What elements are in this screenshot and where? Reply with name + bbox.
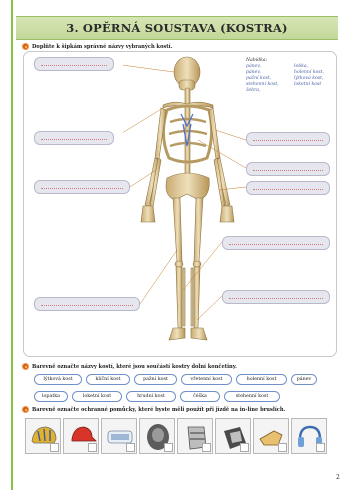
flower-bullet-icon (22, 43, 29, 50)
answer-field-5[interactable] (246, 132, 330, 146)
bone-option[interactable]: lýtková kost (34, 374, 82, 385)
bones-row-1: lýtková kost klíční kost pažní kost vřet… (34, 374, 317, 385)
page-number: 2 (336, 474, 340, 481)
title-bar: 3. OPĚRNÁ SOUSTAVA (KOSTRA) (16, 16, 338, 40)
protective-gear-row (25, 418, 327, 454)
task-2-text: Barevně označte názvy kostí, které jsou … (32, 364, 237, 370)
bone-option[interactable]: stehenní kost (224, 391, 280, 402)
word-bank: Nabídka: pánev, pánev, pažní kost, stehe… (246, 58, 336, 95)
bone-option[interactable]: holenní kost (236, 374, 287, 385)
answer-field-1[interactable] (34, 57, 114, 71)
bone-option[interactable]: čéška (180, 391, 220, 402)
answer-field-3[interactable] (34, 180, 130, 194)
answer-field-2[interactable] (34, 131, 114, 145)
task-1-text: Doplňte k šipkám správné názvy vybraných… (32, 44, 172, 50)
task-1: Doplňte k šipkám správné názvy vybraných… (22, 43, 172, 50)
word-bank-item: loketní kost (294, 82, 334, 88)
margin-rule (11, 0, 13, 490)
whistle-icon[interactable] (253, 418, 289, 454)
flower-bullet-icon (22, 406, 29, 413)
bone-option[interactable]: loketní kost (72, 391, 122, 402)
task-3: Barevně označte ochranné pomůcky, které … (22, 406, 285, 413)
page-title: 3. OPĚRNÁ SOUSTAVA (KOSTRA) (16, 21, 338, 35)
wrist-guard-icon[interactable] (177, 418, 213, 454)
task-2: Barevně označte názvy kostí, které jsou … (22, 363, 237, 370)
bone-option[interactable]: klíční kost (86, 374, 130, 385)
answer-field-7[interactable] (246, 181, 330, 195)
helmet-icon[interactable] (25, 418, 61, 454)
sunglasses-icon[interactable] (101, 418, 137, 454)
answer-field-6[interactable] (246, 162, 330, 176)
knee-pad-icon[interactable] (139, 418, 175, 454)
skeleton-illustration (123, 50, 255, 356)
headphones-icon[interactable] (291, 418, 327, 454)
bones-row-2: lopatka loketní kost hrudní kost čéška s… (34, 391, 280, 402)
bone-option[interactable]: pánev (291, 374, 317, 385)
bone-option[interactable]: lopatka (34, 391, 68, 402)
flower-bullet-icon (22, 363, 29, 370)
bone-option[interactable]: hrudní kost (126, 391, 176, 402)
cap-icon[interactable] (63, 418, 99, 454)
elbow-pad-icon[interactable] (215, 418, 251, 454)
bone-option[interactable]: vřetenní kost (181, 374, 232, 385)
task-3-text: Barevně označte ochranné pomůcky, které … (32, 407, 285, 413)
bone-option[interactable]: pažní kost (134, 374, 177, 385)
